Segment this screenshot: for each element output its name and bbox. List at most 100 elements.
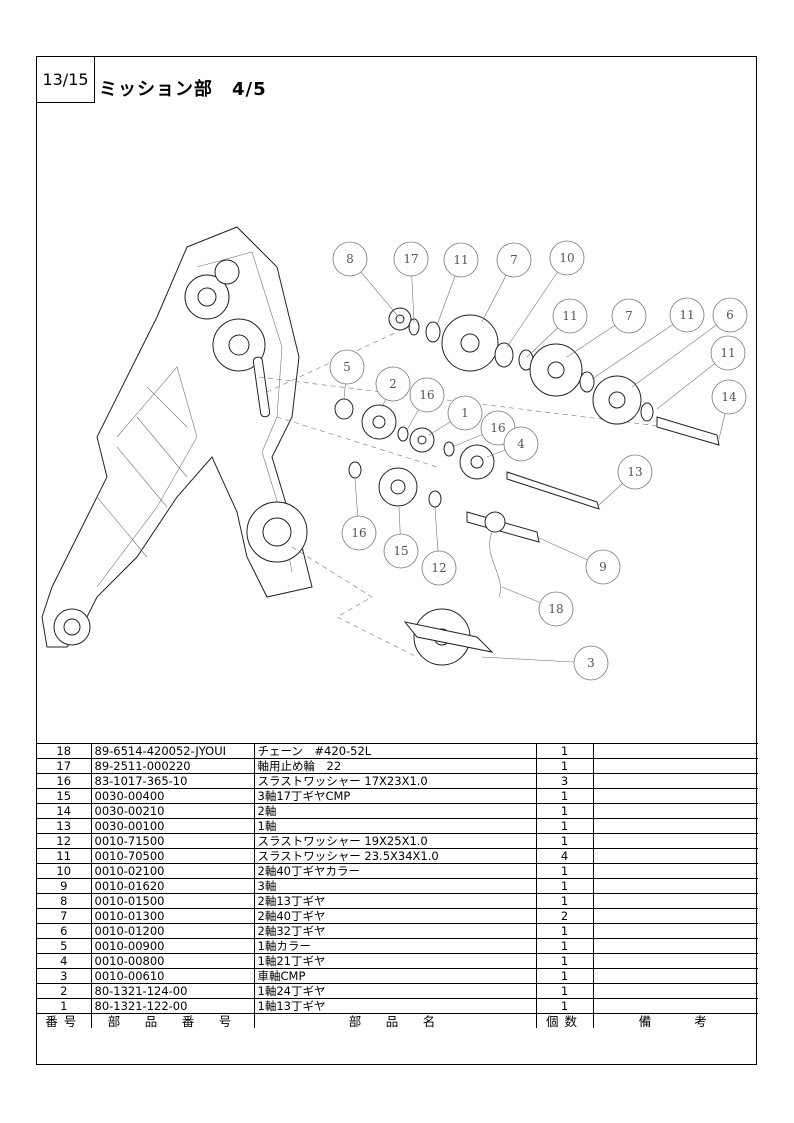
cell-no: 5 — [37, 938, 92, 954]
cell-qty: 1 — [535, 818, 594, 834]
cell-remarks — [592, 968, 758, 984]
cell-part-no: 0010-01200 — [90, 923, 255, 939]
callout-7: 7 — [496, 242, 532, 278]
callout-17: 17 — [393, 241, 429, 277]
svg-text:10: 10 — [559, 251, 574, 265]
cell-remarks — [592, 758, 758, 774]
svg-text:7: 7 — [510, 253, 518, 267]
svg-text:11: 11 — [720, 346, 735, 360]
cell-part-no: 0010-00900 — [90, 938, 255, 954]
cell-remarks — [592, 773, 758, 789]
cell-name: スラストワッシャー 23.5X34X1.0 — [253, 848, 537, 864]
header-no: 番号 — [37, 1013, 92, 1028]
cell-no: 18 — [37, 743, 92, 759]
cell-qty: 1 — [535, 983, 594, 999]
cell-qty: 4 — [535, 848, 594, 864]
table-header-row: 番号部 品 番 号部 品 名個数備 考 — [37, 1013, 758, 1028]
callout-8: 8 — [332, 241, 368, 277]
callout-4: 4 — [503, 426, 539, 462]
cell-qty: 1 — [535, 893, 594, 909]
cell-no: 13 — [37, 818, 92, 834]
svg-text:5: 5 — [343, 360, 351, 374]
svg-text:3: 3 — [587, 656, 595, 670]
page-title: ミッション部 4/5 — [99, 79, 267, 100]
header-name: 部 品 名 — [253, 1013, 537, 1028]
cell-no: 12 — [37, 833, 92, 849]
cell-name: スラストワッシャー 19X25X1.0 — [253, 833, 537, 849]
callout-13: 13 — [617, 454, 653, 490]
cell-part-no: 0010-00610 — [90, 968, 255, 984]
cell-remarks — [592, 788, 758, 804]
callout-11: 11 — [669, 297, 705, 333]
svg-text:12: 12 — [431, 561, 446, 575]
svg-text:13: 13 — [627, 465, 642, 479]
cell-name: 2軸32丁ギヤ — [253, 923, 537, 939]
callout-16: 16 — [341, 515, 377, 551]
cell-qty: 1 — [535, 743, 594, 759]
cell-no: 15 — [37, 788, 92, 804]
cell-no: 9 — [37, 878, 92, 894]
cell-part-no: 0010-02100 — [90, 863, 255, 879]
callout-3: 3 — [573, 645, 609, 681]
cell-qty: 1 — [535, 878, 594, 894]
callout-16: 16 — [409, 377, 445, 413]
header-part-no: 部 品 番 号 — [90, 1013, 255, 1028]
cell-no: 4 — [37, 953, 92, 969]
cell-qty: 1 — [535, 923, 594, 939]
cell-part-no: 0030-00100 — [90, 818, 255, 834]
cell-remarks — [592, 893, 758, 909]
cell-name: 1軸13丁ギヤ — [253, 998, 537, 1014]
cell-part-no: 89-6514-420052-JYOUI — [90, 743, 255, 759]
cell-part-no: 0010-71500 — [90, 833, 255, 849]
svg-text:14: 14 — [721, 390, 737, 404]
cell-part-no: 0030-00210 — [90, 803, 255, 819]
cell-remarks — [592, 818, 758, 834]
svg-text:2: 2 — [389, 377, 397, 391]
svg-text:4: 4 — [517, 437, 525, 451]
cell-remarks — [592, 953, 758, 969]
cell-name: 1軸24丁ギヤ — [253, 983, 537, 999]
svg-text:6: 6 — [726, 308, 734, 322]
cell-name: 1軸 — [253, 818, 537, 834]
cell-remarks — [592, 938, 758, 954]
callout-6: 6 — [712, 297, 748, 333]
cell-name: 2軸40丁ギヤ — [253, 908, 537, 924]
cell-part-no: 0010-01500 — [90, 893, 255, 909]
cell-qty: 3 — [535, 773, 594, 789]
cell-remarks — [592, 803, 758, 819]
svg-text:9: 9 — [599, 560, 607, 574]
cell-remarks — [592, 923, 758, 939]
svg-text:15: 15 — [393, 544, 408, 558]
cell-no: 2 — [37, 983, 92, 999]
svg-text:16: 16 — [351, 526, 366, 540]
cell-no: 11 — [37, 848, 92, 864]
exploded-parts-diagram: 8 17 11 7 10 11 7 11 6 11 14 5 2 16 1 16… — [41, 226, 748, 681]
cell-remarks — [592, 863, 758, 879]
cell-name: 車軸CMP — [253, 968, 537, 984]
cell-no: 7 — [37, 908, 92, 924]
svg-text:1: 1 — [461, 406, 469, 420]
cell-name: 1軸21丁ギヤ — [253, 953, 537, 969]
svg-text:11: 11 — [453, 253, 468, 267]
svg-text:8: 8 — [346, 252, 354, 266]
leader-lines — [343, 257, 731, 664]
cell-remarks — [592, 908, 758, 924]
svg-text:18: 18 — [548, 602, 563, 616]
cell-name: 2軸13丁ギヤ — [253, 893, 537, 909]
cell-remarks — [592, 878, 758, 894]
cell-name: 2軸 — [253, 803, 537, 819]
cell-no: 14 — [37, 803, 92, 819]
